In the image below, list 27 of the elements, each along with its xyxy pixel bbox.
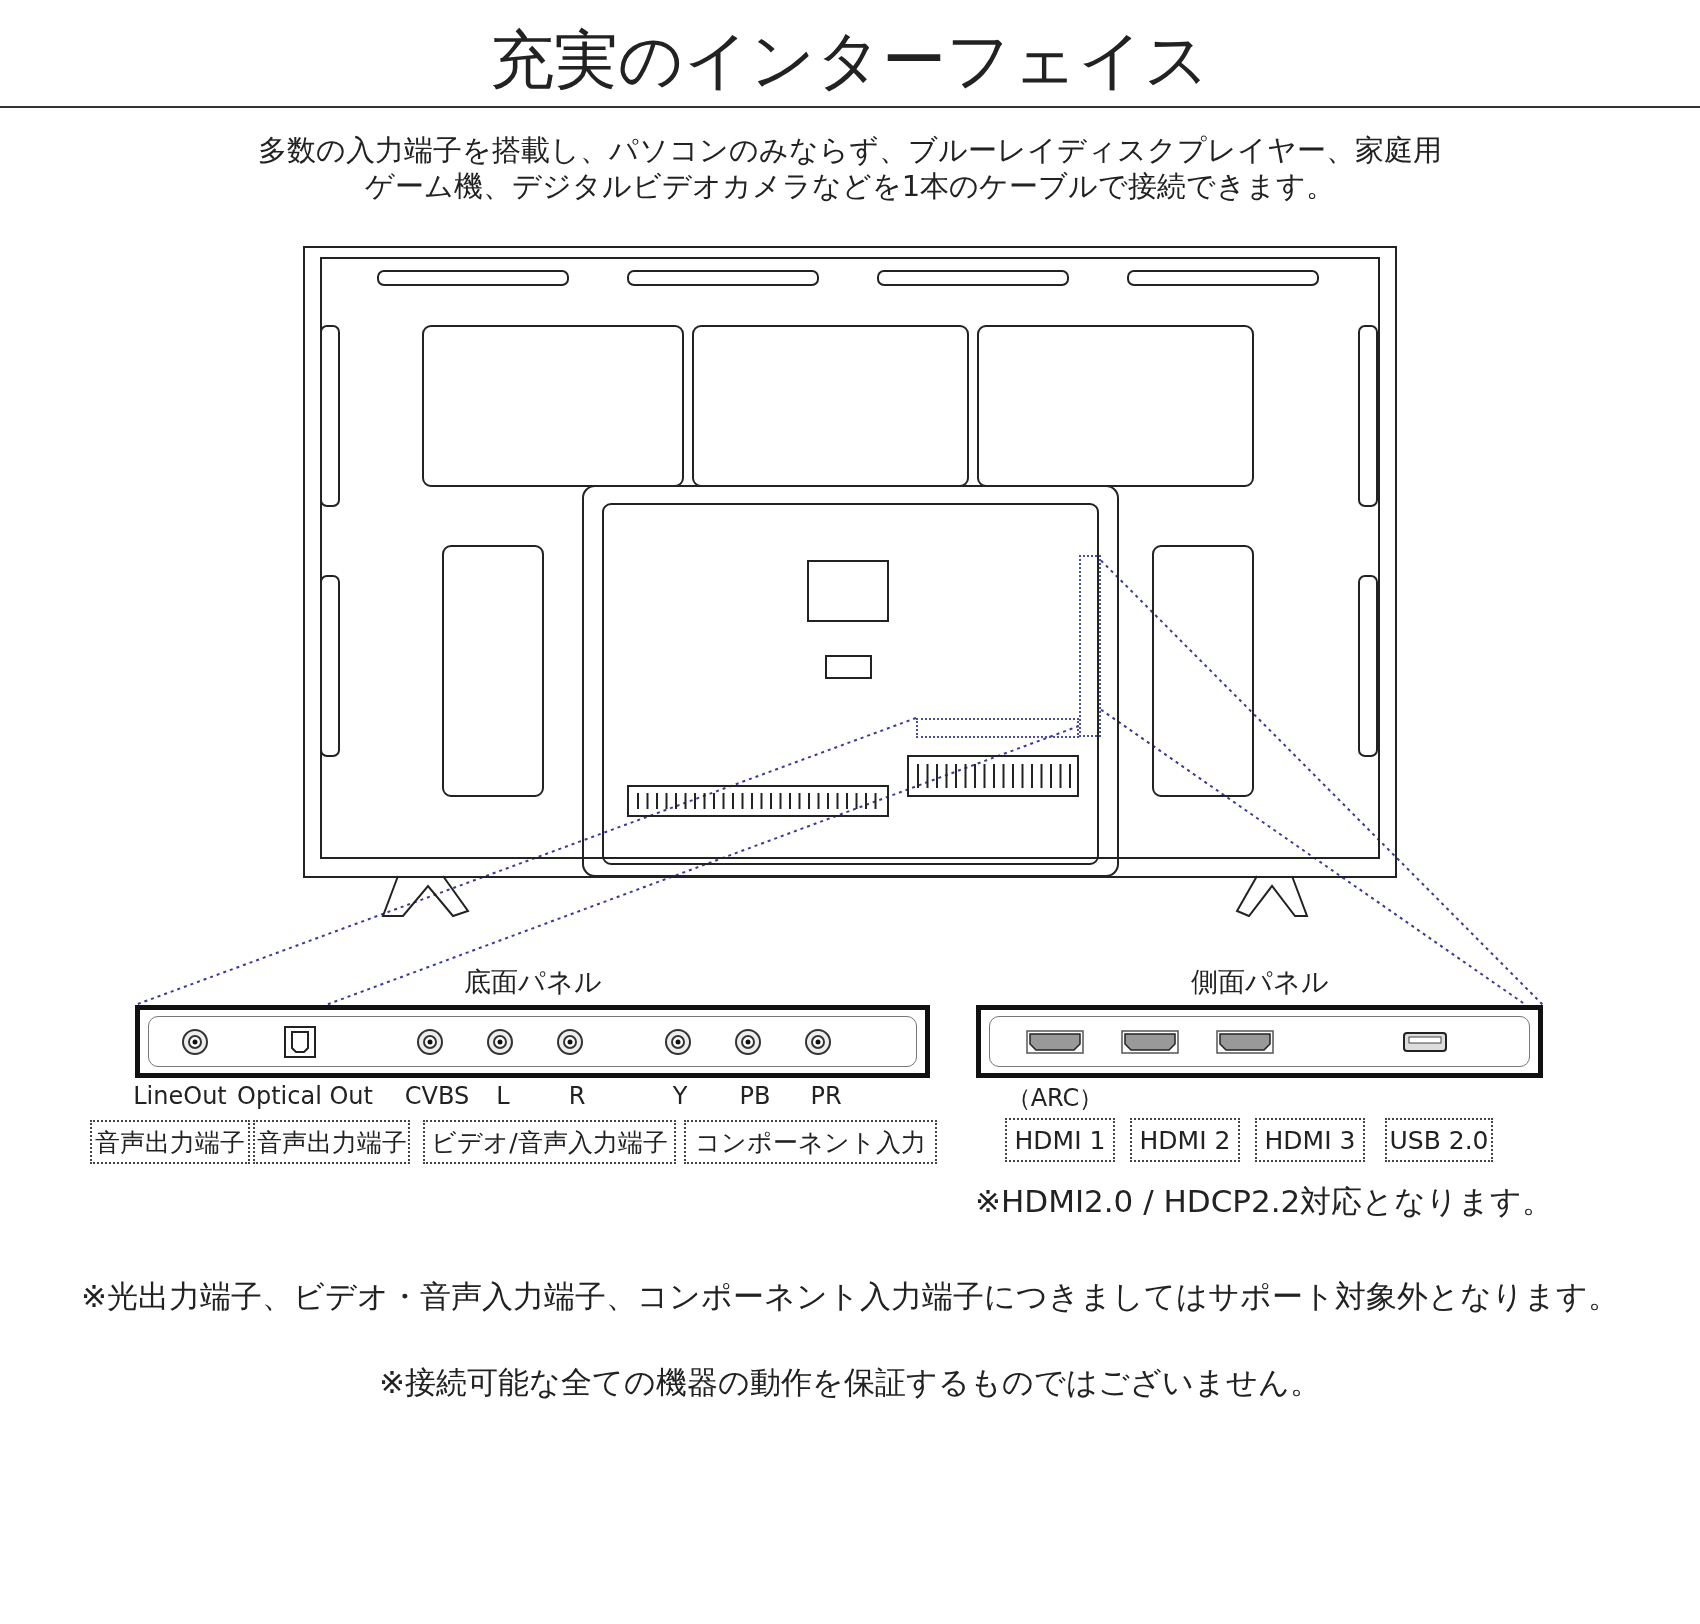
note-text: ※接続可能な全ての機器の動作を保証するものではございません。 [378,1364,1322,1402]
port-group-label: USB 2.0 [1385,1118,1493,1162]
port-label: PR [810,1082,842,1111]
port-label: CVBS [404,1082,470,1111]
panel-heading: 底面パネル [462,965,603,999]
port-group-label: HDMI 2 [1130,1118,1240,1162]
note-text: ※HDMI2.0 / HDCP2.2対応となります。 [975,1183,1554,1221]
port-group-label: コンポーネント入力 [684,1120,937,1164]
port-group-label: ビデオ/音声入力端子 [423,1120,676,1164]
port-group-label: 音声出力端子 [253,1120,410,1164]
leader-line [1100,559,1544,1006]
port-label: Optical Out [237,1082,373,1111]
panel-heading: 側面パネル [1189,965,1330,999]
description-text: 多数の入力端子を搭載し、パソコンのみならず、ブルーレイディスクプレイヤー、家庭用ゲーム機、デジタルビデオカメラなどを1本のケーブルで接続できます。 [257,132,1443,205]
port-label: LineOut [133,1082,227,1111]
port-group-label: HDMI 1 [1005,1118,1115,1162]
port-group-label: 音声出力端子 [90,1120,250,1164]
note-text: ※光出力端子、ビデオ・音声入力端子、コンポーネント入力端子につきましてはサポート対象外となります。 [80,1278,1620,1316]
port-label: PB [739,1082,771,1111]
port-label: Y [672,1082,688,1111]
port-group-label: HDMI 3 [1255,1118,1365,1162]
port-label: R [568,1082,586,1111]
connector-area-outline [1079,555,1101,737]
connector-area-outline [916,718,1079,738]
title: 充実のインターフェイス [489,22,1211,99]
port-label: L [496,1082,510,1111]
port-note: （ARC） [1006,1084,1104,1113]
